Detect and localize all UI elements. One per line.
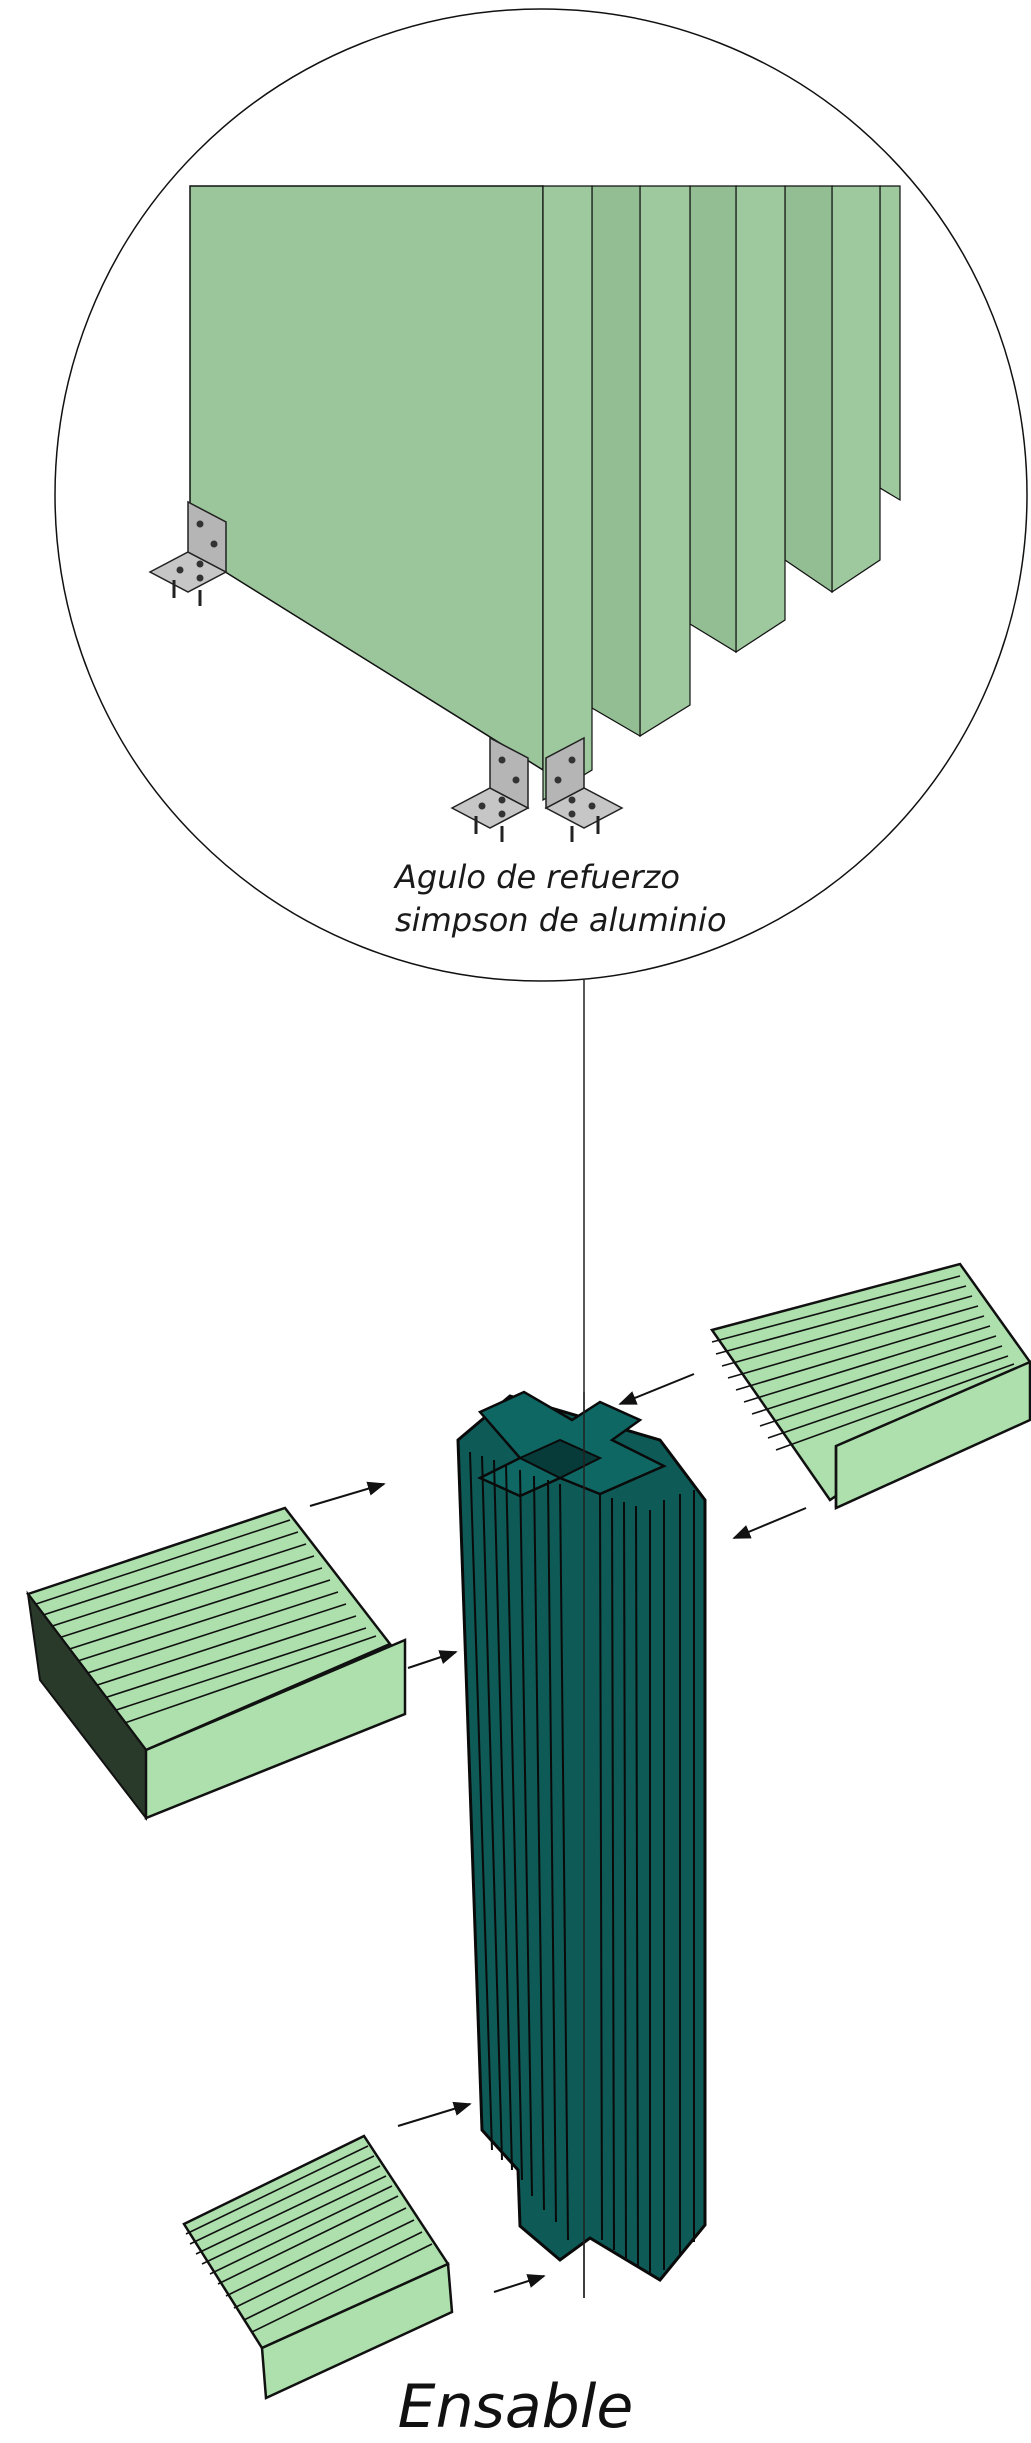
arrow-icon <box>618 1373 695 1405</box>
arrow-icon <box>309 1481 386 1507</box>
left-block <box>25 1506 407 1821</box>
bracket-callout-label: Agulo de refuerzo simpson de aluminio <box>395 856 755 942</box>
detail-panels <box>189 185 901 802</box>
lower-block <box>182 2134 454 2400</box>
arrow-icon <box>493 2274 546 2293</box>
callout-line-2: simpson de aluminio <box>395 901 727 939</box>
right-block <box>709 1262 1031 1510</box>
column <box>456 1390 707 2298</box>
diagram-caption: Ensable <box>397 2372 634 2442</box>
arrow-icon <box>407 1650 458 1669</box>
assembly-arrows <box>309 1373 807 2293</box>
arrow-icon <box>397 2101 472 2127</box>
arrow-icon <box>732 1507 807 1539</box>
detail-view <box>54 8 1028 2298</box>
callout-line-1: Agulo de refuerzo <box>395 858 680 896</box>
